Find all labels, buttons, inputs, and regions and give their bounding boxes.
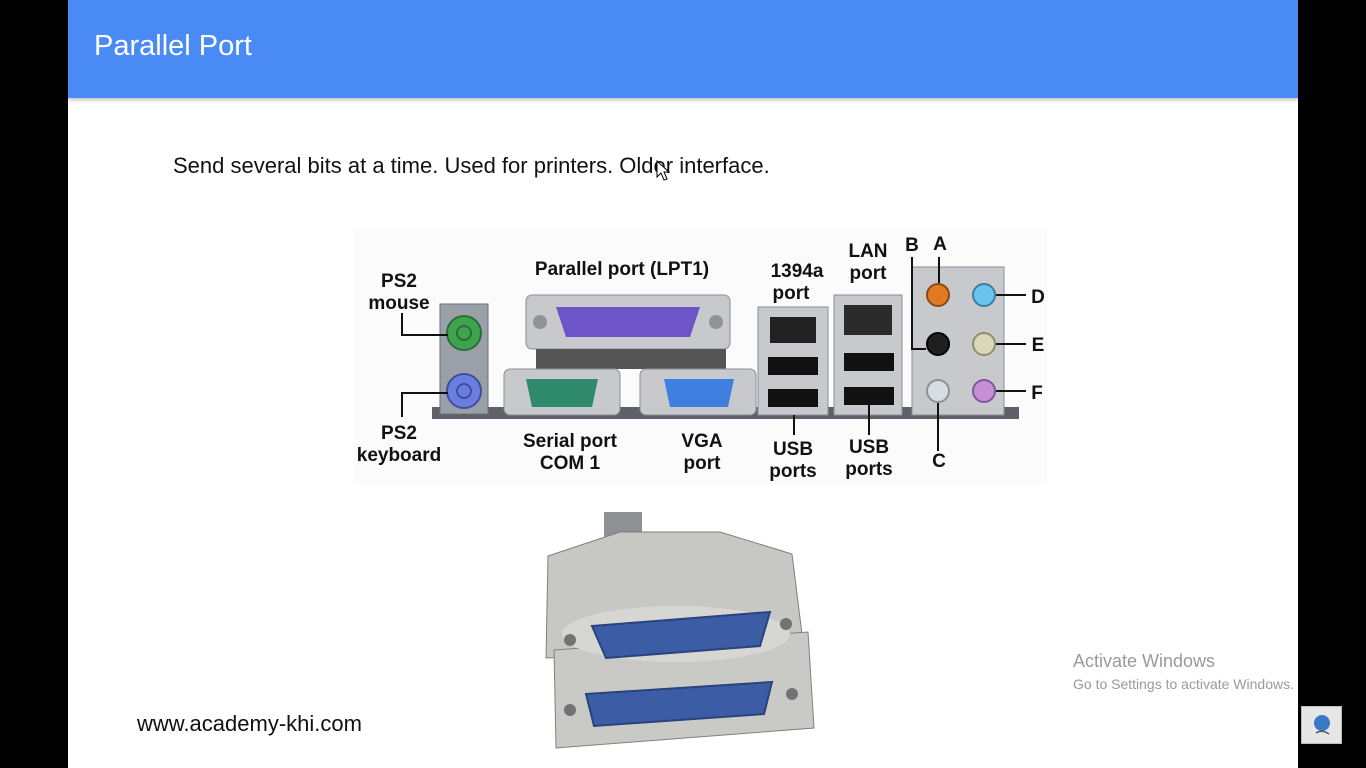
label-parallel-port: Parallel port (LPT1) xyxy=(535,259,709,280)
mouse-pointer-icon xyxy=(656,160,670,181)
label-audio-f: F xyxy=(1031,383,1043,404)
label-vga-2: port xyxy=(684,453,722,474)
audio-jack-a xyxy=(926,283,950,307)
usb-port-left-2 xyxy=(768,389,818,407)
tray-app-icon[interactable] xyxy=(1301,706,1342,744)
audio-jack-d xyxy=(972,283,996,307)
label-audio-a: A xyxy=(933,234,947,255)
parallel-port-pins-back xyxy=(536,349,726,369)
label-vga-1: VGA xyxy=(681,431,722,452)
vga-port xyxy=(664,379,734,407)
label-firewire-2: port xyxy=(773,283,811,304)
watermark-title: Activate Windows xyxy=(1073,651,1216,671)
label-usb-left-2: ports xyxy=(769,461,817,482)
watermark-subtitle: Go to Settings to activate Windows. xyxy=(1073,676,1294,692)
label-serial-port-2: COM 1 xyxy=(540,453,601,474)
label-serial-port-1: Serial port xyxy=(523,431,618,452)
ps2-keyboard-port xyxy=(446,373,482,409)
label-usb-right-2: ports xyxy=(845,459,893,480)
lan-port xyxy=(844,305,892,335)
website-url: www.academy-khi.com xyxy=(137,711,362,736)
ps2-mouse-port xyxy=(446,315,482,351)
slide-body-text: Send several bits at a time. Used for pr… xyxy=(173,153,770,178)
label-audio-e: E xyxy=(1032,335,1045,356)
windows-activation-watermark: Activate Windows Go to Settings to activ… xyxy=(1073,651,1294,692)
audio-jack-f xyxy=(972,379,996,403)
label-lan-1: LAN xyxy=(848,241,887,262)
label-audio-b: B xyxy=(905,235,919,256)
title-bar: Parallel Port xyxy=(68,0,1298,98)
audio-jack-b xyxy=(926,332,950,356)
slide-title: Parallel Port xyxy=(94,30,252,62)
slide: Parallel Port Send several bits at a tim… xyxy=(68,0,1298,768)
usb-port-left-1 xyxy=(768,357,818,375)
label-ps2-mouse-1: PS2 xyxy=(381,271,417,292)
usb-port-right-2 xyxy=(844,387,894,405)
audio-jack-e xyxy=(972,332,996,356)
label-ps2-keyboard-2: keyboard xyxy=(357,445,441,466)
label-usb-right-1: USB xyxy=(849,437,889,458)
firewire-port xyxy=(770,317,816,343)
label-firewire-1: 1394a xyxy=(771,261,824,282)
serial-port xyxy=(526,379,598,407)
label-audio-c: C xyxy=(932,451,946,472)
audio-jack-c xyxy=(926,379,950,403)
motherboard-ports-diagram: PS2 mouse PS2 keyboard Parallel port (LP… xyxy=(354,229,1047,485)
parallel-port xyxy=(556,307,700,337)
label-audio-d: D xyxy=(1031,287,1045,308)
label-ps2-keyboard-1: PS2 xyxy=(381,423,417,444)
parallel-cable-image xyxy=(522,512,828,756)
label-lan-2: port xyxy=(850,263,888,284)
label-ps2-mouse-2: mouse xyxy=(368,293,429,314)
label-usb-left-1: USB xyxy=(773,439,813,460)
usb-port-right-1 xyxy=(844,353,894,371)
